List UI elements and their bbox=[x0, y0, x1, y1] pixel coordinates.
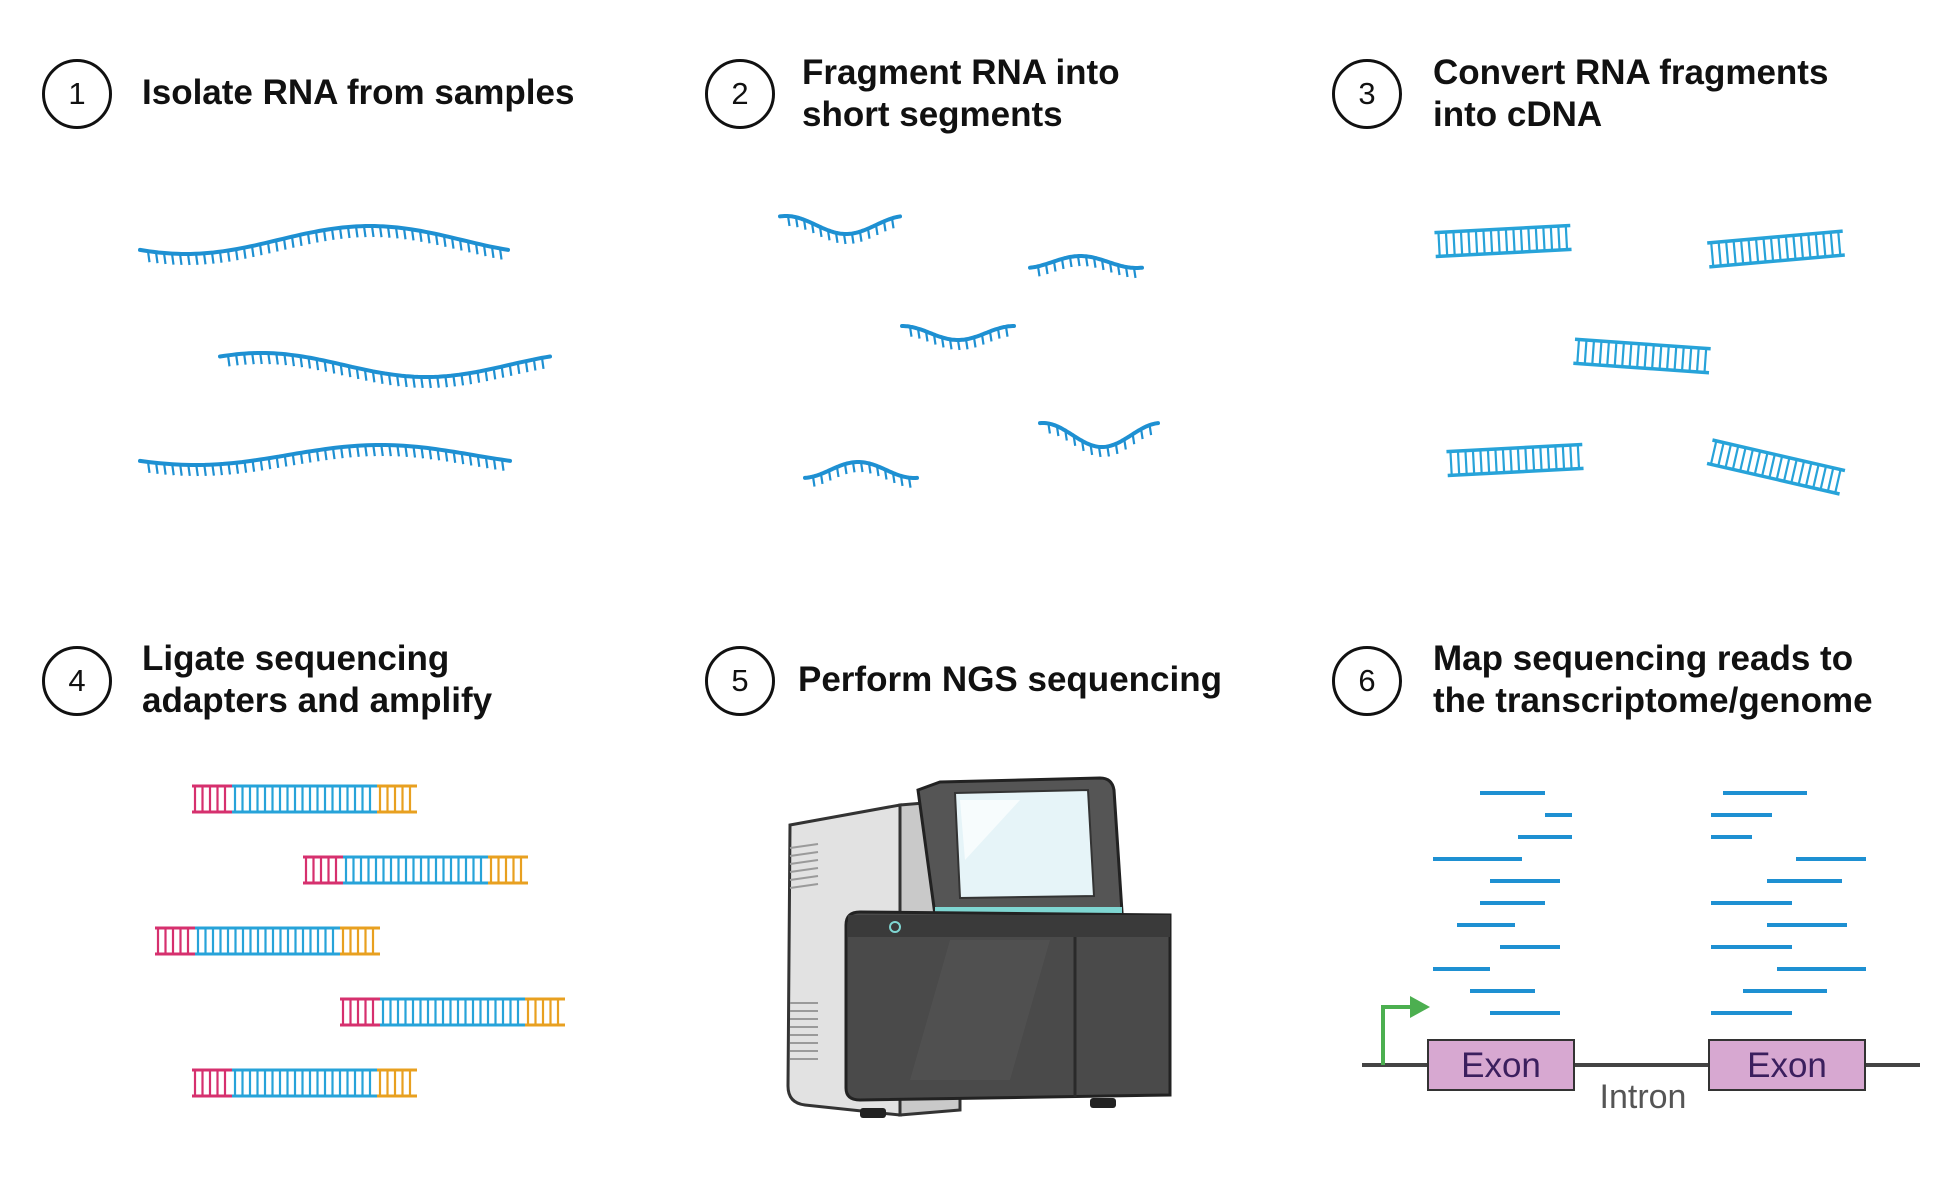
cdna-strand-top bbox=[1434, 223, 1571, 235]
step-6-mapped-reads bbox=[1433, 791, 1866, 1015]
cdna-molecule-3 bbox=[1573, 337, 1711, 375]
step-title-2-line-2: short segments bbox=[802, 95, 1063, 134]
cdna-strand-top bbox=[1574, 337, 1711, 351]
step-title-4: Ligate sequencing adapters and amplify bbox=[142, 638, 492, 722]
adapter-right-pairs bbox=[489, 857, 523, 883]
step-title-2: Fragment RNA into short segments bbox=[802, 52, 1120, 136]
rna-bases bbox=[226, 352, 545, 389]
rna-fragment-1 bbox=[778, 214, 902, 245]
cdna-base-pairs bbox=[1576, 339, 1708, 373]
ngs-sequencer-icon bbox=[786, 776, 1172, 1118]
step-title-1: Isolate RNA from samples bbox=[142, 72, 574, 114]
rna-bases bbox=[811, 461, 912, 488]
exon-label-2: Exon bbox=[1747, 1046, 1827, 1085]
rna-fragment-4 bbox=[803, 460, 919, 488]
cdna-molecule-4 bbox=[1446, 442, 1584, 478]
insert-pairs bbox=[233, 786, 372, 812]
cdna-molecule-1 bbox=[1434, 223, 1572, 259]
rna-bases bbox=[1047, 423, 1153, 458]
rna-backbone bbox=[218, 351, 552, 379]
library-fragment-1 bbox=[192, 784, 417, 814]
promoter-arrowhead bbox=[1410, 996, 1430, 1018]
sequencer-main-body bbox=[844, 910, 1172, 1102]
adapter-left-pairs bbox=[193, 1070, 227, 1096]
exon-label-1: Exon bbox=[1461, 1046, 1541, 1085]
adapter-right-pairs bbox=[341, 928, 375, 954]
cdna-strand-top bbox=[1712, 438, 1846, 473]
step-title-5: Perform NGS sequencing bbox=[798, 659, 1222, 701]
cdna-strand-bottom bbox=[1709, 253, 1845, 269]
step-3-cdna-molecules bbox=[1434, 223, 1846, 496]
insert-pairs bbox=[233, 1070, 372, 1096]
adapter-left-pairs bbox=[304, 857, 338, 883]
cdna-strand-top bbox=[1707, 229, 1843, 245]
step-number-2: 2 bbox=[705, 59, 775, 129]
rna-bases bbox=[786, 215, 895, 245]
library-fragment-5 bbox=[192, 1068, 417, 1098]
cdna-molecule-5 bbox=[1706, 438, 1846, 496]
step-title-1-line-1: Isolate RNA from samples bbox=[142, 73, 575, 112]
library-fragment-2 bbox=[303, 855, 528, 885]
step-number-1: 1 bbox=[42, 59, 112, 129]
intron-label: Intron bbox=[1600, 1078, 1687, 1116]
step-title-2-line-1: Fragment RNA into bbox=[802, 53, 1120, 92]
step-title-5-line-1: Perform NGS sequencing bbox=[798, 660, 1222, 699]
step-title-6-line-1: Map sequencing reads to bbox=[1433, 639, 1854, 678]
exon-box-2 bbox=[1708, 1039, 1866, 1091]
step-title-3: Convert RNA fragments into cDNA bbox=[1433, 52, 1828, 136]
rna-fragment-5 bbox=[1038, 421, 1160, 458]
rna-fragment-3 bbox=[900, 324, 1016, 351]
step-1-rna-strands bbox=[138, 224, 552, 477]
step-number-4: 4 bbox=[42, 646, 112, 716]
adapter-right-pairs bbox=[378, 1070, 412, 1096]
insert-pairs bbox=[344, 857, 483, 883]
sequencer-feet bbox=[860, 1098, 1116, 1118]
exon-box-1 bbox=[1427, 1039, 1575, 1091]
step-title-3-line-2: into cDNA bbox=[1433, 95, 1603, 134]
adapter-left-pairs bbox=[341, 999, 375, 1025]
cdna-strand-bottom bbox=[1435, 247, 1572, 259]
adapter-right-pairs bbox=[378, 786, 412, 812]
step-title-6: Map sequencing reads to the transcriptom… bbox=[1433, 638, 1873, 722]
insert-pairs bbox=[381, 999, 520, 1025]
cdna-strand-bottom bbox=[1573, 361, 1710, 375]
library-fragment-4 bbox=[340, 997, 565, 1027]
rna-bases bbox=[146, 444, 505, 477]
cdna-strand-top bbox=[1446, 442, 1583, 454]
rna-bases bbox=[908, 326, 1009, 351]
step-title-6-line-2: the transcriptome/genome bbox=[1433, 681, 1873, 720]
rna-bases bbox=[146, 225, 503, 266]
promoter-arrow-icon bbox=[1381, 1005, 1412, 1065]
rna-backbone bbox=[778, 214, 902, 236]
gene-model: Exon Exon Intron bbox=[1362, 996, 1920, 1116]
adapter-right-pairs bbox=[526, 999, 560, 1025]
adapter-left-pairs bbox=[156, 928, 190, 954]
rna-bases bbox=[1036, 255, 1137, 279]
cdna-strand-bottom bbox=[1447, 466, 1584, 478]
step-title-3-line-1: Convert RNA fragments bbox=[1433, 53, 1829, 92]
sequencer-screen bbox=[916, 776, 1124, 917]
step-number-6: 6 bbox=[1332, 646, 1402, 716]
rna-strand-icon-2 bbox=[218, 351, 552, 389]
cdna-molecule-2 bbox=[1707, 229, 1845, 269]
step-title-4-line-2: adapters and amplify bbox=[142, 681, 493, 720]
rna-strand-icon-3 bbox=[138, 443, 512, 477]
step-title-4-line-1: Ligate sequencing bbox=[142, 639, 450, 678]
step-4-adapter-ligated-library bbox=[155, 784, 565, 1098]
adapter-left-pairs bbox=[193, 786, 227, 812]
step-number-3: 3 bbox=[1332, 59, 1402, 129]
rna-strand-icon-1 bbox=[138, 224, 510, 266]
insert-pairs bbox=[196, 928, 335, 954]
rna-fragment-2 bbox=[1028, 254, 1144, 279]
cdna-base-pairs bbox=[1710, 231, 1842, 267]
library-fragment-3 bbox=[155, 926, 380, 956]
step-2-rna-fragments bbox=[778, 214, 1160, 488]
cdna-strand-bottom bbox=[1706, 461, 1840, 496]
step-number-5: 5 bbox=[705, 646, 775, 716]
cdna-base-pairs bbox=[1709, 440, 1842, 494]
cdna-base-pairs bbox=[1437, 225, 1569, 257]
cdna-base-pairs bbox=[1449, 444, 1581, 476]
